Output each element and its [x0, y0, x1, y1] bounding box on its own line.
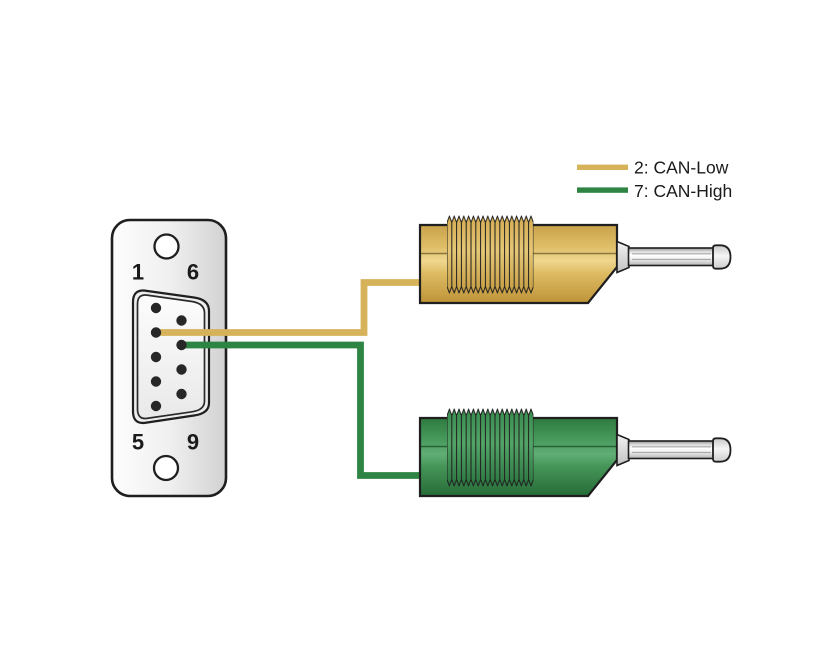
pin-label-9: 9 [187, 430, 199, 455]
plug-pin-shaft [627, 440, 716, 460]
pin-label-6: 6 [187, 260, 199, 285]
pin-label-5: 5 [132, 430, 144, 455]
pin-label-1: 1 [132, 260, 144, 285]
pin-8 [176, 364, 187, 375]
plug-knurl [447, 408, 534, 487]
pin-6 [176, 315, 187, 326]
legend-swatch-can-low [577, 164, 628, 170]
pin-9 [176, 388, 187, 400]
banana-plug-can-high [418, 408, 732, 498]
pin-5 [150, 400, 162, 412]
can-low-wire [156, 279, 421, 336]
db9-connector: 1 6 5 9 [110, 218, 228, 498]
pin-7 [176, 339, 187, 351]
legend-label-can-low: 2: CAN-Low [634, 158, 729, 178]
pin-4 [150, 376, 162, 387]
legend-swatch-can-high [577, 187, 628, 193]
plug-collar [616, 433, 630, 467]
plug-pin-shaft [627, 247, 716, 267]
db9-pins [150, 302, 187, 412]
legend: 2: CAN-Low 7: CAN-High [577, 158, 732, 201]
d-sub-shell-inner [136, 294, 206, 420]
plug-knurl [447, 215, 534, 294]
pin-1 [150, 302, 162, 314]
banana-plug-can-low [418, 215, 732, 305]
can-high-wire [181, 341, 421, 479]
plug-pin-tip [712, 244, 732, 270]
screw-hole-top [153, 233, 180, 260]
pin-2 [150, 327, 162, 338]
screw-hole-bottom [152, 454, 180, 482]
pin-3 [150, 351, 162, 363]
plug-pin-tip [712, 437, 732, 463]
plug-collar [616, 240, 630, 274]
legend-label-can-high: 7: CAN-High [634, 181, 732, 201]
